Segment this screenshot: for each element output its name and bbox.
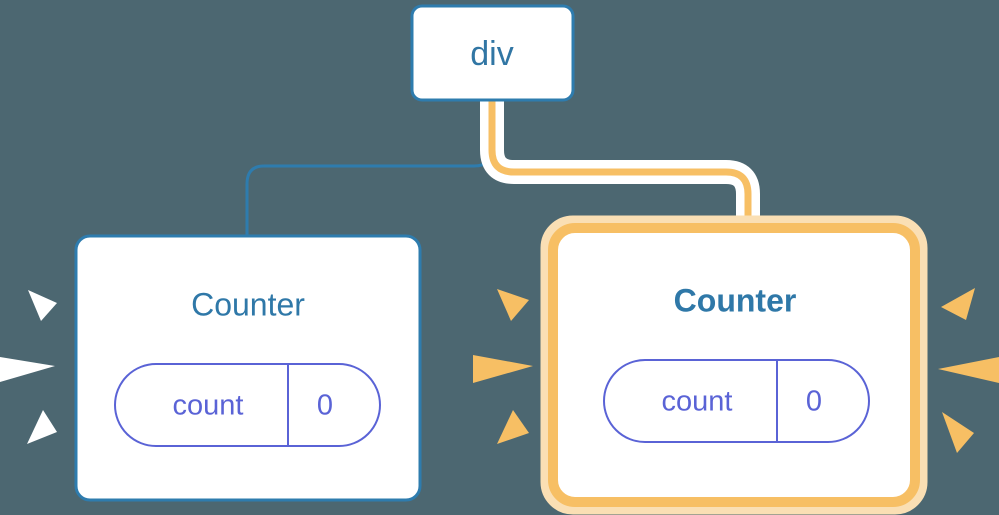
counter-left-state-pill[interactable]: count 0 <box>114 363 381 447</box>
sparkle-icon-middle-middle-amber <box>473 355 533 383</box>
sparkle-icon-upper-left-white <box>28 290 57 321</box>
edge-group <box>245 88 760 252</box>
node-counter-right[interactable]: Counter count 0 <box>540 215 928 515</box>
node-counter-left[interactable]: Counter count 0 <box>74 234 422 502</box>
sparkle-group-middle-amber <box>473 289 533 444</box>
counter-left-state-value: 0 <box>317 390 333 422</box>
counter-right-title: Counter <box>674 282 797 318</box>
counter-right-state-pill[interactable]: count 0 <box>603 359 870 443</box>
sparkle-icon-upper-right-amber <box>941 288 975 320</box>
sparkle-icon-lower-left-white <box>27 410 57 444</box>
node-div[interactable]: div <box>410 4 575 102</box>
counter-left-state-key: count <box>173 390 244 422</box>
counter-right-state-value: 0 <box>806 386 822 418</box>
div-node-label: div <box>470 35 513 73</box>
div-node-box[interactable] <box>410 4 575 102</box>
sparkle-icon-lower-right-amber <box>942 412 974 453</box>
counter-right-glow-ring <box>540 215 928 515</box>
edge-div-to-counter-right <box>488 96 752 244</box>
sparkle-group-left-outer <box>0 290 57 444</box>
sparkle-icon-middle-left-white <box>0 357 55 382</box>
sparkle-group-right-outer <box>938 288 999 453</box>
counter-right-pill-outline <box>603 359 870 443</box>
sparkle-icon-middle-right-amber <box>938 357 999 383</box>
sparkle-icon-upper-middle-amber <box>497 289 529 321</box>
edge-div-to-counter-left <box>245 98 494 238</box>
sparkle-icon-lower-middle-amber <box>497 410 529 444</box>
counter-right-state-key: count <box>662 386 733 418</box>
counter-left-title: Counter <box>191 286 305 322</box>
counter-left-pill-outline <box>114 363 381 447</box>
